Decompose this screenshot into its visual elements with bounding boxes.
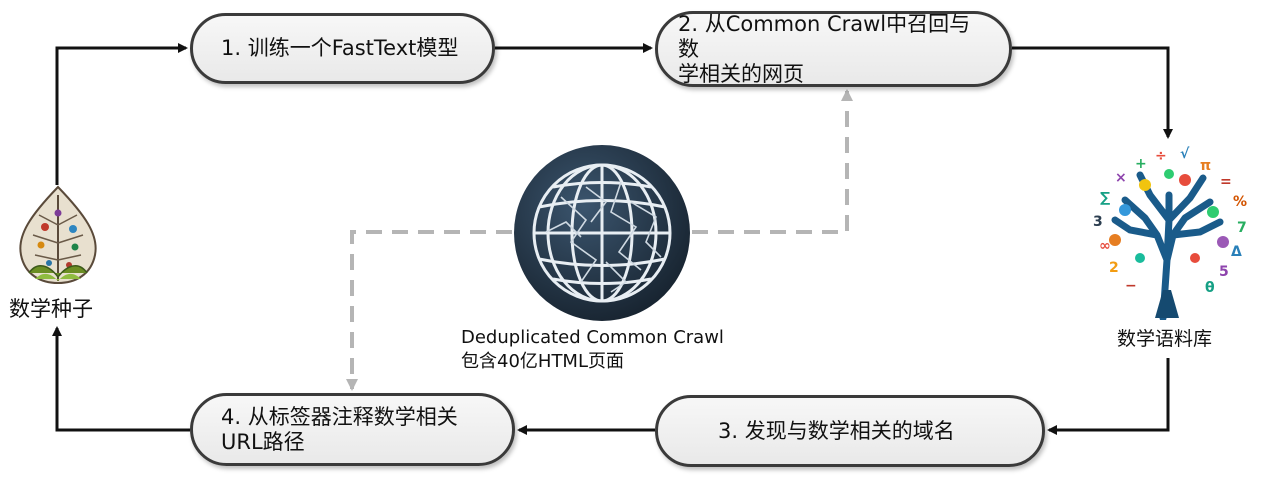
step4-box: 4. 从标签器注释数学相关 URL路径 — [190, 393, 515, 466]
step3-label: 3. 发现与数学相关的域名 — [718, 418, 955, 443]
svg-text:+: + — [1135, 156, 1147, 172]
step2-label-line1: 2. 从Common Crawl中召回与数 — [678, 11, 971, 61]
arrow-step2-to-corpus — [1012, 46, 1173, 139]
svg-text:π: π — [1200, 158, 1211, 174]
step3-box: 3. 发现与数学相关的域名 — [655, 395, 1045, 467]
common-crawl-label-line2: 包含40亿HTML页面 — [461, 351, 624, 372]
math-tree-icon: ÷ √ + π × = ∑ % 3 7 ∞ Δ 2 5 − θ — [1093, 146, 1247, 320]
arrow-step4-to-seed — [52, 326, 190, 432]
dashed-globe-to-step2 — [692, 89, 853, 234]
svg-text:θ: θ — [1205, 280, 1215, 296]
svg-text:%: % — [1233, 194, 1247, 210]
globe-icon — [514, 145, 690, 321]
svg-text:2: 2 — [1109, 260, 1119, 276]
svg-text:3: 3 — [1093, 214, 1103, 230]
svg-text:=: = — [1220, 174, 1232, 190]
svg-text:÷: ÷ — [1155, 148, 1167, 164]
svg-text:5: 5 — [1219, 264, 1229, 280]
step2-label-line2: 学相关的网页 — [678, 61, 804, 86]
corpus-label: 数学语料库 — [1117, 328, 1213, 350]
common-crawl-label: Deduplicated Common Crawl 包含40亿HTML页面 — [461, 326, 724, 374]
step2-box: 2. 从Common Crawl中召回与数 学相关的网页 — [655, 11, 1012, 87]
svg-text:−: − — [1125, 278, 1137, 294]
step4-label-line2: URL路径 — [221, 429, 305, 454]
svg-text:×: × — [1115, 170, 1127, 186]
common-crawl-label-line1: Deduplicated Common Crawl — [461, 327, 724, 348]
step4-label-line1: 4. 从标签器注释数学相关 — [221, 404, 458, 429]
svg-text:∑: ∑ — [1100, 190, 1110, 206]
svg-text:√: √ — [1180, 146, 1190, 162]
arrow-seed-to-step1 — [55, 43, 188, 185]
step1-label: 1. 训练一个FastText模型 — [221, 36, 459, 60]
svg-text:7: 7 — [1237, 220, 1247, 236]
dashed-globe-to-step4 — [346, 230, 512, 391]
seed-label: 数学种子 — [9, 297, 93, 321]
step1-box: 1. 训练一个FastText模型 — [190, 13, 495, 84]
svg-text:Δ: Δ — [1231, 244, 1242, 260]
leaf-seed-icon — [19, 185, 97, 285]
arrow-corpus-to-step3 — [1047, 358, 1170, 435]
svg-text:∞: ∞ — [1099, 238, 1111, 254]
